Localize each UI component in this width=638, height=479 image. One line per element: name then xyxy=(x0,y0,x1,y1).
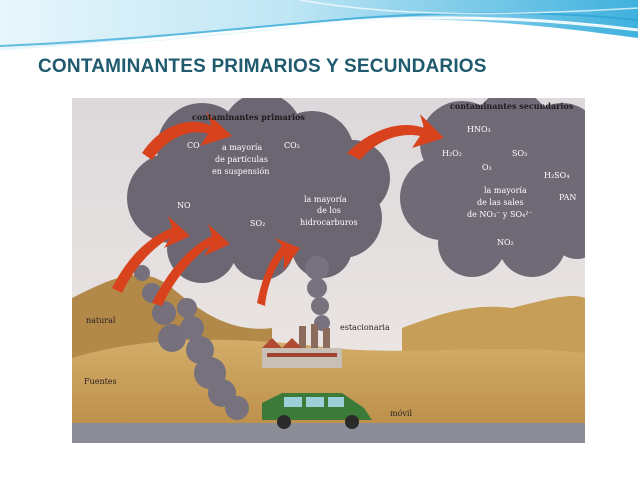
secondary-heading: contaminantes secundarios xyxy=(450,101,574,111)
label-salts-3: de NO₃⁻ y SO₄²⁻ xyxy=(467,210,533,219)
label-hno3: HNO₃ xyxy=(467,125,491,134)
decorative-wave-banner xyxy=(0,0,638,54)
label-pan: PAN xyxy=(559,193,576,202)
label-co2: CO₂ xyxy=(284,141,300,150)
road xyxy=(72,423,585,443)
label-h2so4: H₂SO₄ xyxy=(544,171,569,180)
slide-title: CONTAMINANTES PRIMARIOS Y SECUNDARIOS xyxy=(38,56,487,77)
label-salts-2: de las sales xyxy=(477,198,524,207)
label-hydrocarbons-1: la mayoría xyxy=(304,195,347,204)
label-natural: natural xyxy=(86,316,116,325)
label-particles-2: de partículas xyxy=(215,155,268,164)
primary-heading: contaminantes primarios xyxy=(192,112,305,122)
pollutants-illustration: contaminantes primarios contaminantes se… xyxy=(72,98,585,443)
label-particles-3: en suspensión xyxy=(212,167,269,176)
label-co: CO xyxy=(187,141,200,150)
label-so2: SO₂ xyxy=(250,219,265,228)
label-hydrocarbons-3: hidrocarburos xyxy=(300,218,358,227)
label-estacionaria: estacionaria xyxy=(340,323,390,332)
label-no2: NO₂ xyxy=(497,238,514,247)
label-o3: O₃ xyxy=(482,163,492,172)
label-hydrocarbons-2: de los xyxy=(317,206,341,215)
smoke-column-vehicle xyxy=(177,298,249,420)
primary-pollutants-cloud xyxy=(127,98,390,283)
label-no: NO xyxy=(177,201,191,210)
factory-stationary-source xyxy=(262,324,342,368)
label-so3: SO₃ xyxy=(512,149,527,158)
label-salts-1: la mayoría xyxy=(484,186,527,195)
secondary-pollutants-cloud xyxy=(400,98,585,277)
label-fuentes: Fuentes xyxy=(84,377,117,386)
car-mobile-source xyxy=(262,393,372,429)
label-h2o2: H₂O₂ xyxy=(442,149,462,158)
smoke-column-factory xyxy=(305,256,330,331)
smoke-column-natural xyxy=(134,265,186,352)
label-movil: móvil xyxy=(390,409,412,418)
label-particles-1: a mayoría xyxy=(222,143,262,152)
emission-arrows xyxy=(112,112,444,306)
